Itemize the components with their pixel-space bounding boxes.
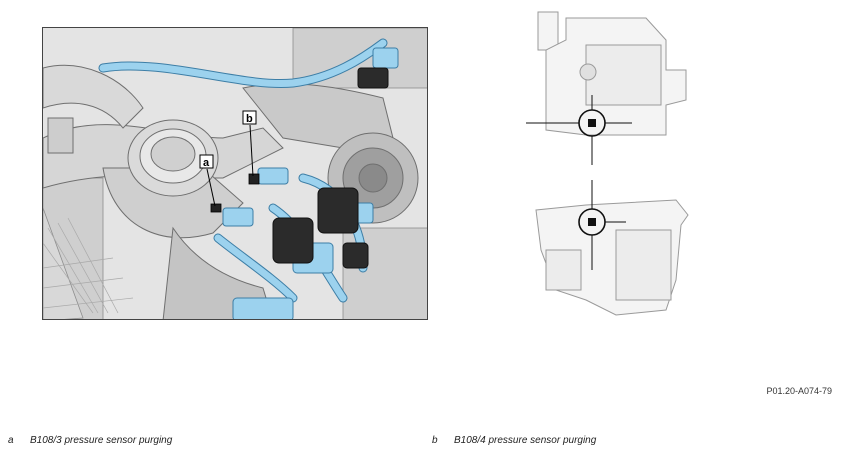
callout-a-box: [199, 154, 214, 169]
callout-a-leader: [206, 168, 216, 207]
locator-drawing: [526, 11, 689, 316]
callout-b-box: [242, 110, 257, 125]
legend-text: B108/3 pressure sensor purging: [30, 435, 173, 446]
callout-a-label: a: [203, 157, 210, 169]
figure-code: P01.20-A074-79: [766, 386, 832, 396]
engine-drawing: a b: [43, 28, 427, 319]
legend-letter: a: [8, 435, 14, 446]
sensor-a-marker: [210, 203, 222, 213]
callout-b-leader: [249, 124, 254, 177]
callout-b-label: b: [246, 113, 253, 125]
legend-letter: b: [432, 435, 438, 446]
engine-compartment-illustration: a b: [42, 27, 428, 320]
locator-top-marker: [588, 119, 596, 127]
locator-diagram: [526, 10, 696, 340]
locator-side-marker: [588, 218, 596, 226]
legend-text: B108/4 pressure sensor purging: [454, 435, 597, 446]
sensor-b-marker: [248, 173, 260, 185]
